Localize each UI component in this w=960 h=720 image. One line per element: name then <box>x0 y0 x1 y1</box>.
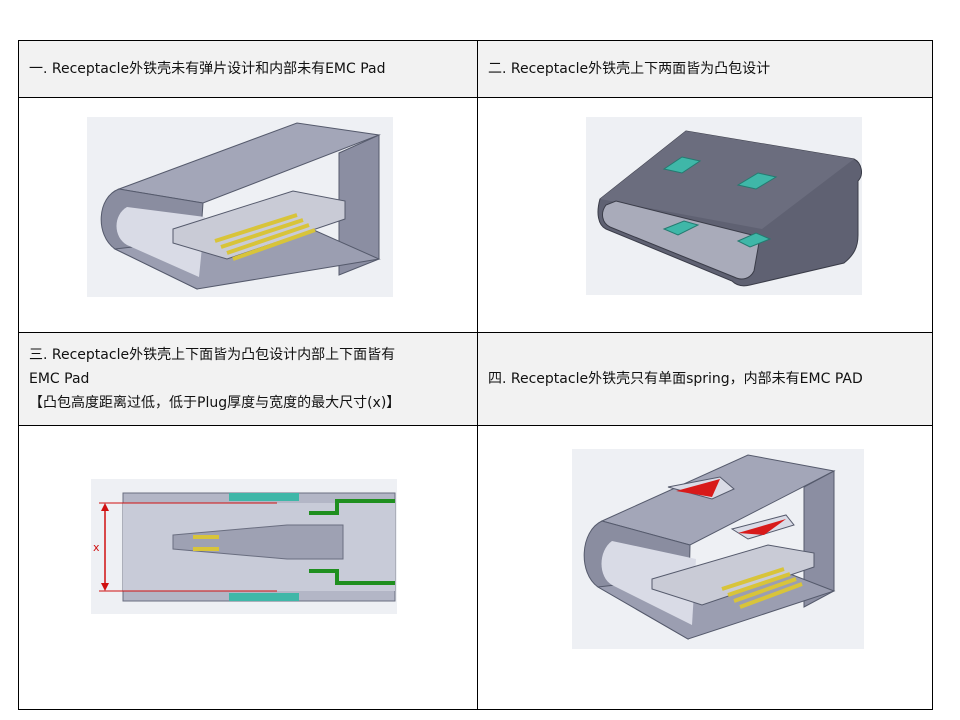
row-divider <box>19 332 932 333</box>
spring-tabs <box>676 479 786 535</box>
emc-pads <box>662 156 778 248</box>
cell-header-2: 二. Receptacle外铁壳上下两面皆为凸包设计 <box>478 41 932 97</box>
receptacle-no-spring-illustration <box>87 117 393 297</box>
column-divider <box>477 41 478 709</box>
receptacle-cross-section-illustration: x <box>91 479 397 614</box>
cell-header-2-text: 二. Receptacle外铁壳上下两面皆为凸包设计 <box>488 61 771 77</box>
receptacle-dimple-both-sides-illustration <box>586 117 862 295</box>
contact-pins <box>214 213 316 261</box>
cell-header-3-text: 三. Receptacle外铁壳上下面皆为凸包设计内部上下面皆有 EMC Pad… <box>29 347 401 411</box>
contact-pins <box>721 567 803 609</box>
row-divider <box>19 425 932 426</box>
cell-header-1: 一. Receptacle外铁壳未有弹片设计和内部未有EMC Pad <box>19 41 477 97</box>
receptacle-single-spring-illustration <box>572 449 864 649</box>
cell-header-1-text: 一. Receptacle外铁壳未有弹片设计和内部未有EMC Pad <box>29 61 386 77</box>
cell-header-4-text: 四. Receptacle外铁壳只有单面spring，内部未有EMC PAD <box>488 371 863 387</box>
dimension-x-label: x <box>93 541 100 554</box>
cell-header-4: 四. Receptacle外铁壳只有单面spring，内部未有EMC PAD <box>478 333 932 425</box>
row-divider <box>19 97 932 98</box>
comparison-table: 一. Receptacle外铁壳未有弹片设计和内部未有EMC Pad 二. Re… <box>18 40 933 710</box>
cell-header-3: 三. Receptacle外铁壳上下面皆为凸包设计内部上下面皆有 EMC Pad… <box>19 333 477 425</box>
